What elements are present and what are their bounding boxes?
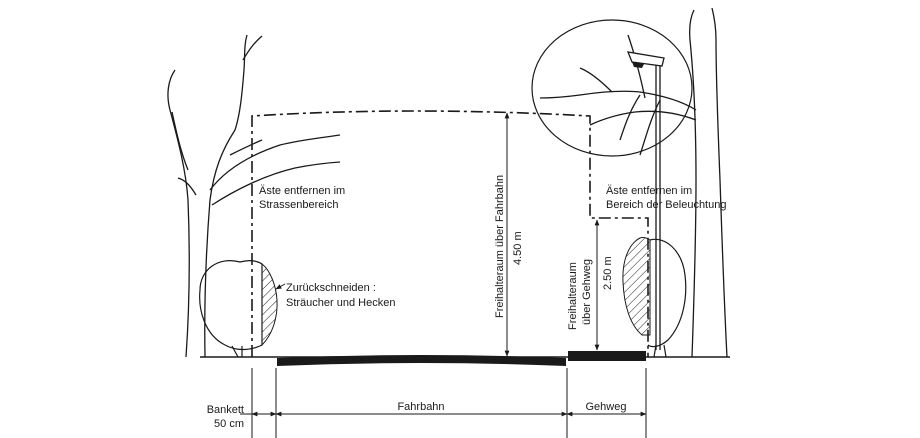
shrub-left xyxy=(199,260,278,358)
tree-left xyxy=(167,34,341,358)
branches-road-label-1: Äste entfernen im xyxy=(259,185,345,197)
gehweg-label: Gehweg xyxy=(586,401,627,413)
branches-light-label-1: Äste entfernen im xyxy=(606,185,692,197)
fahrbahn-label: Fahrbahn xyxy=(397,401,444,413)
branches-light-label-2: Bereich der Beleuchtung xyxy=(606,199,726,211)
sidewalk-surface xyxy=(568,351,646,361)
street-lamp xyxy=(626,51,665,350)
dimension-lines xyxy=(240,368,647,438)
prune-label-2: Sträucher und Hecken xyxy=(286,297,395,309)
prune-label-1: Zurückschneiden : xyxy=(286,282,376,294)
clearance-outline xyxy=(251,110,649,357)
clearance-walk-label-2: über Gehweg xyxy=(581,259,593,325)
bankett-label-1: Bankett xyxy=(207,404,244,416)
shrub-right xyxy=(622,237,687,358)
height-walk-label: 2.50 m xyxy=(602,256,614,290)
prune-pointer xyxy=(275,283,286,290)
road-surface xyxy=(277,355,566,366)
clearance-road-label: Freihalteraum über Fahrbahn xyxy=(494,175,506,318)
bankett-label-2: 50 cm xyxy=(214,418,244,430)
height-road-label: 4.50 m xyxy=(512,231,524,265)
tree-right xyxy=(539,7,728,358)
branches-road-label-2: Strassenbereich xyxy=(259,199,339,211)
clearance-walk-label-1: Freihalteraum xyxy=(567,262,579,330)
crown-circle xyxy=(531,19,693,157)
